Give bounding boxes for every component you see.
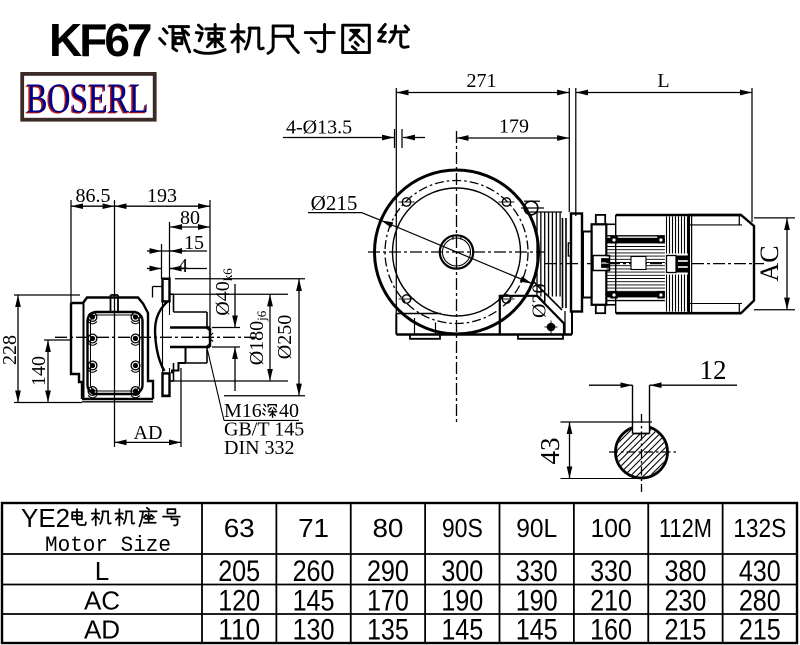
svg-text:271: 271 <box>467 70 497 92</box>
svg-text:AC: AC <box>755 245 784 281</box>
svg-text:145: 145 <box>293 585 335 618</box>
svg-text:L: L <box>95 556 109 586</box>
svg-text:40: 40 <box>279 400 299 422</box>
svg-text:179: 179 <box>499 116 529 138</box>
svg-text:290: 290 <box>367 555 409 588</box>
svg-text:90S: 90S <box>442 513 483 543</box>
svg-text:100: 100 <box>591 513 632 543</box>
svg-text:300: 300 <box>441 555 483 588</box>
svg-text:Ø215: Ø215 <box>311 191 358 215</box>
svg-text:BOSERL: BOSERL <box>26 76 148 122</box>
svg-text:AD: AD <box>134 422 163 444</box>
svg-text:Ø180j6: Ø180j6 <box>246 310 269 365</box>
svg-text:145: 145 <box>441 614 483 645</box>
svg-text:190: 190 <box>441 585 483 618</box>
svg-text:BOSERL: BOSERL <box>25 77 147 123</box>
svg-text:145: 145 <box>516 614 558 645</box>
svg-text:AD: AD <box>84 615 120 645</box>
svg-text:210: 210 <box>590 585 632 618</box>
svg-text:170: 170 <box>367 585 409 618</box>
svg-text:132S: 132S <box>733 513 786 543</box>
svg-text:KF67: KF67 <box>49 14 151 66</box>
svg-text:120: 120 <box>218 585 260 618</box>
svg-text:215: 215 <box>739 614 781 645</box>
svg-text:Ø20: Ø20 <box>529 284 551 318</box>
svg-text:130: 130 <box>293 614 335 645</box>
svg-text:190: 190 <box>516 585 558 618</box>
svg-text:86.5: 86.5 <box>76 185 111 207</box>
svg-text:230: 230 <box>664 585 706 618</box>
svg-text:DIN 332: DIN 332 <box>224 437 295 459</box>
svg-text:GB/T 145: GB/T 145 <box>224 419 304 441</box>
svg-text:193: 193 <box>147 185 177 207</box>
svg-text:140: 140 <box>28 356 50 386</box>
svg-text:260: 260 <box>293 555 335 588</box>
svg-text:63: 63 <box>224 513 255 543</box>
svg-text:Motor Size: Motor Size <box>45 533 171 558</box>
svg-text:90L: 90L <box>516 513 557 543</box>
svg-text:135: 135 <box>367 614 409 645</box>
svg-text:330: 330 <box>516 555 558 588</box>
svg-text:4: 4 <box>178 255 188 277</box>
svg-text:15: 15 <box>184 232 204 254</box>
svg-text:80: 80 <box>180 207 200 229</box>
svg-text:M16: M16 <box>224 400 262 422</box>
svg-text:12: 12 <box>700 355 727 385</box>
svg-text:205: 205 <box>218 555 260 588</box>
svg-text:215: 215 <box>664 614 706 645</box>
svg-text:430: 430 <box>739 555 781 588</box>
svg-text:Ø250: Ø250 <box>274 315 296 359</box>
svg-text:YE2: YE2 <box>21 503 70 533</box>
svg-text:330: 330 <box>590 555 632 588</box>
svg-text:AC: AC <box>84 586 120 616</box>
svg-text:L: L <box>657 70 669 92</box>
svg-text:71: 71 <box>298 513 329 543</box>
svg-text:43: 43 <box>535 438 565 465</box>
svg-text:4-Ø13.5: 4-Ø13.5 <box>286 117 352 139</box>
svg-text:112M: 112M <box>659 513 712 543</box>
svg-text:80: 80 <box>372 513 403 543</box>
svg-text:380: 380 <box>664 555 706 588</box>
svg-text:160: 160 <box>590 614 632 645</box>
svg-text:110: 110 <box>218 614 260 645</box>
svg-text:280: 280 <box>739 585 781 618</box>
